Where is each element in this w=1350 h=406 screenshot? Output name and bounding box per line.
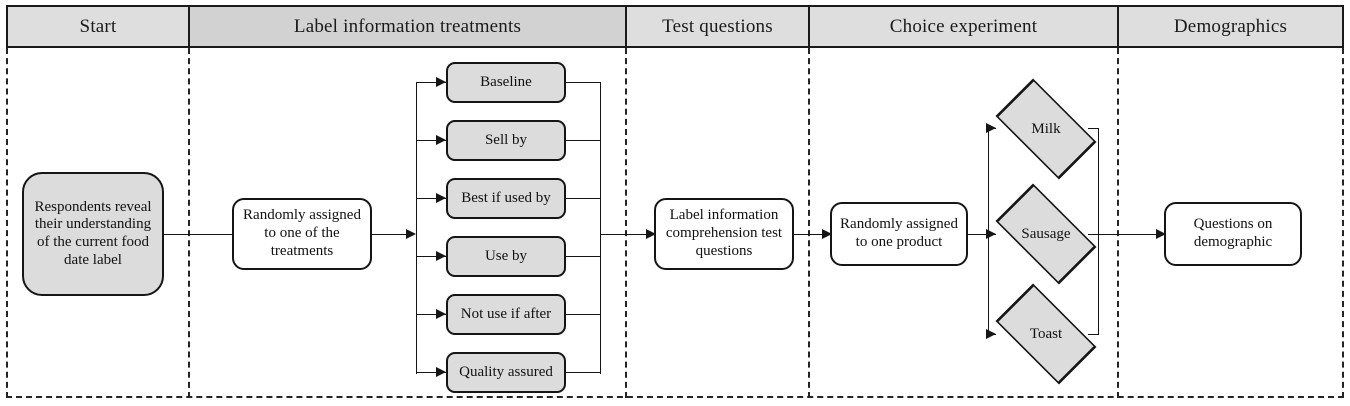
- node-product-milk-label: Milk: [1031, 120, 1061, 137]
- arrowhead-to-randomize-product: [822, 229, 832, 239]
- node-treatment-best-if-used-by[interactable]: Best if used by: [446, 178, 566, 219]
- node-treatment-sell-by[interactable]: Sell by: [446, 120, 566, 161]
- lane-divider-treatments-test: [625, 48, 627, 398]
- swimlane-frame: [6, 48, 1344, 398]
- arrowhead-fanout-entry: [406, 229, 416, 239]
- stage-header-treatments: Label information treatments: [190, 7, 627, 46]
- node-product-sausage[interactable]: Sausage: [995, 183, 1097, 285]
- edge-sell-by-merge: [566, 140, 600, 141]
- node-start-respondents[interactable]: Respondents reveal their understanding o…: [22, 172, 164, 296]
- lane-divider-choice-demographics: [1117, 48, 1119, 398]
- node-product-sausage-label: Sausage: [1021, 225, 1071, 242]
- edge-merge-to-test-questions: [600, 234, 654, 235]
- edge-fanout-best-if-used-by: [416, 198, 446, 199]
- node-treatment-use-by[interactable]: Use by: [446, 236, 566, 277]
- edge-quality-assured-merge: [566, 372, 600, 373]
- arrowhead-not-use-if-after: [436, 309, 446, 319]
- stage-header-band: Start Label information treatments Test …: [6, 5, 1344, 48]
- node-test-questions[interactable]: Label information comprehension test que…: [654, 198, 794, 270]
- arrowhead-milk: [986, 123, 996, 133]
- edge-baseline-merge: [566, 82, 600, 83]
- lane-divider-start-treatments: [188, 48, 190, 398]
- edge-sausage-merge: [1088, 234, 1098, 235]
- lane-divider-test-choice: [808, 48, 810, 398]
- edge-fanout-not-use-if-after: [416, 314, 446, 315]
- edge-product-to-fanout: [968, 234, 988, 235]
- edge-fanout-baseline: [416, 82, 446, 83]
- arrowhead-sausage: [986, 229, 996, 239]
- edge-toast-merge: [1088, 334, 1098, 335]
- node-randomly-assigned-treatment[interactable]: Randomly assigned to one of the treatmen…: [232, 198, 372, 270]
- arrowhead-quality-assured: [436, 367, 446, 377]
- fanout-bus-vertical: [416, 82, 417, 374]
- edge-fanout-quality-assured: [416, 372, 446, 373]
- stage-header-demographics: Demographics: [1119, 7, 1342, 46]
- node-product-milk[interactable]: Milk: [995, 78, 1097, 180]
- edge-randomize-to-fanout: [372, 234, 414, 235]
- node-treatment-quality-assured[interactable]: Quality assured: [446, 352, 566, 393]
- node-randomly-assigned-product[interactable]: Randomly assigned to one product: [830, 202, 968, 266]
- edge-fanout-sell-by: [416, 140, 446, 141]
- arrowhead-baseline: [436, 77, 446, 87]
- arrowhead-to-demographics: [1156, 229, 1166, 239]
- edge-start-to-randomize: [164, 234, 234, 235]
- node-demographics-questions[interactable]: Questions on demographic: [1164, 202, 1302, 266]
- node-product-toast-label: Toast: [1029, 325, 1063, 342]
- stage-header-start: Start: [8, 7, 190, 46]
- merge-bus-vertical: [600, 82, 601, 374]
- product-merge-bus-vertical: [1098, 128, 1099, 335]
- node-treatment-baseline[interactable]: Baseline: [446, 62, 566, 103]
- arrowhead-to-test-questions: [646, 229, 656, 239]
- edge-use-by-merge: [566, 256, 600, 257]
- arrowhead-toast: [986, 329, 996, 339]
- arrowhead-sell-by: [436, 135, 446, 145]
- edge-test-to-randomize-product: [794, 234, 832, 235]
- edge-milk-merge: [1088, 128, 1098, 129]
- edge-best-if-used-by-merge: [566, 198, 600, 199]
- stage-header-choice-experiment: Choice experiment: [810, 7, 1119, 46]
- edge-fanout-use-by: [416, 256, 446, 257]
- node-product-toast[interactable]: Toast: [995, 283, 1097, 385]
- node-treatment-not-use-if-after[interactable]: Not use if after: [446, 294, 566, 335]
- stage-header-test-questions: Test questions: [627, 7, 810, 46]
- arrowhead-best-if-used-by: [436, 193, 446, 203]
- arrowhead-use-by: [436, 251, 446, 261]
- edge-merge-to-demographics: [1098, 234, 1164, 235]
- edge-not-use-if-after-merge: [566, 314, 600, 315]
